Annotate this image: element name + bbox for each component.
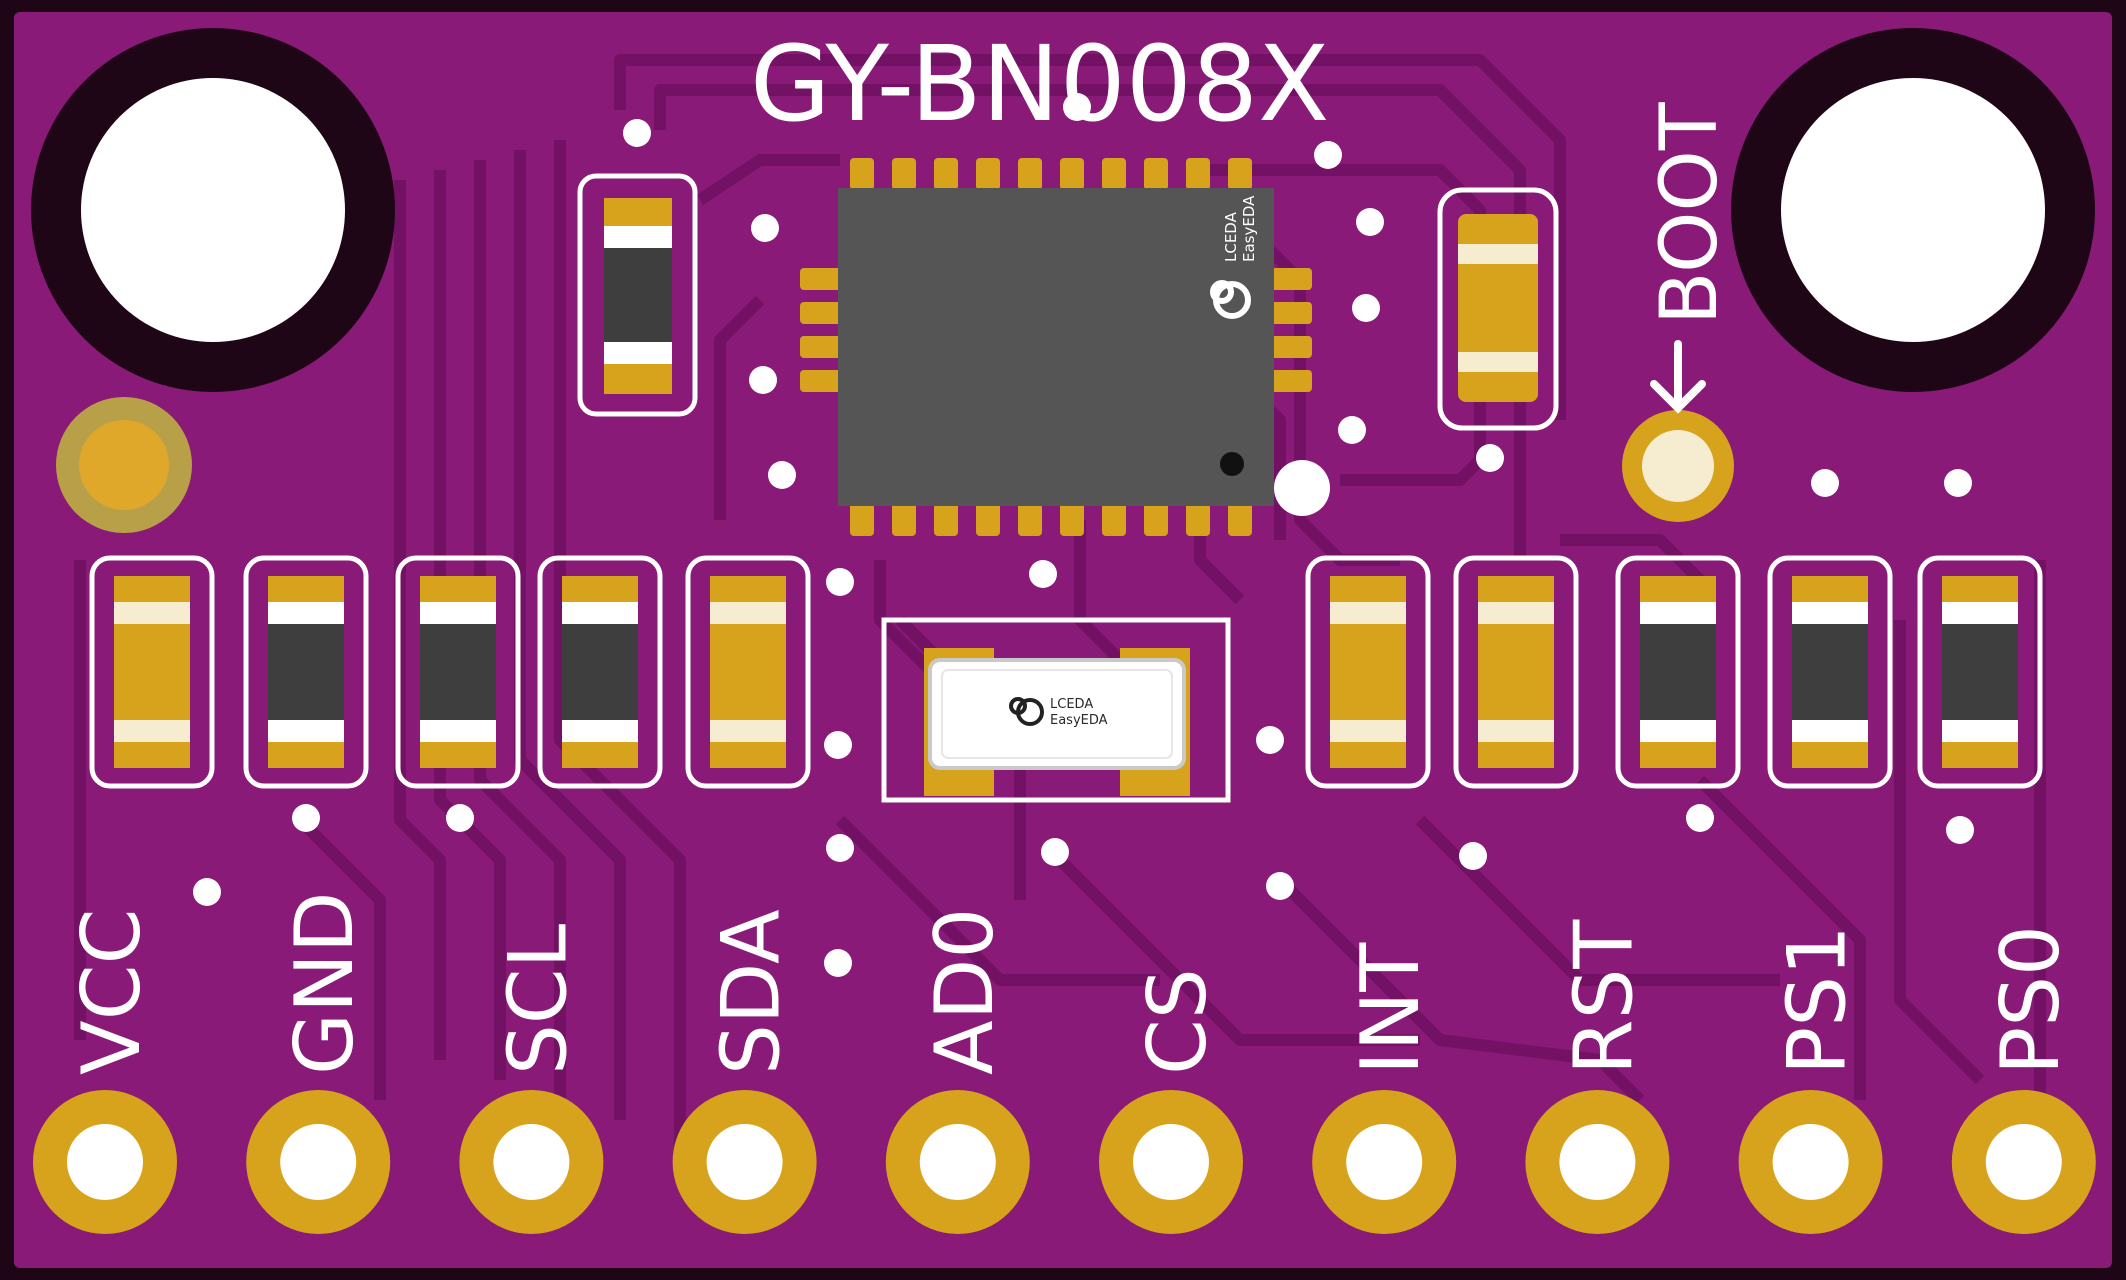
mounting-hole-right [1731,28,2095,392]
pin-label-sda: SDA [705,909,798,1075]
pin-label-int: INT [1344,942,1437,1075]
chip-logo: LCEDA EasyEDA [1210,195,1258,319]
pin-pad-vcc [33,1090,177,1234]
pin-pad-ad0 [885,1090,1030,1234]
resistor-10 [1917,555,2043,789]
pin-label-ps1: PS1 [1771,925,1864,1075]
cloud-icon [1009,697,1044,726]
resistor-4 [537,555,663,789]
resistor-3 [395,555,521,789]
resistor-9 [1767,555,1893,789]
chip-logo-line-2: EasyEDA [1240,195,1258,262]
capacitor-6 [1305,555,1431,789]
pin-pad-ps1 [1738,1090,1883,1234]
pin-label-gnd: GND [278,892,371,1075]
pin-labels: VCC GND SCL SDA AD0 CS INT RST PS1 PS0 [65,892,2077,1075]
vias [193,93,1974,977]
chip-logo-line-1: LCEDA [1222,211,1240,262]
boot-label: BOOT [1645,102,1735,325]
crystal-logo-line-2: EasyEDA [1050,713,1108,728]
boot-pad [1622,410,1734,522]
pin-label-rst: RST [1557,919,1650,1075]
boot-arrow-icon [1650,340,1706,414]
cloud-icon [1210,280,1251,319]
pin-pad-gnd [246,1090,391,1234]
pin-pad-sda [672,1090,817,1234]
mounting-hole-left [31,28,395,392]
pin-label-vcc: VCC [65,909,158,1075]
pin-pad-scl [459,1090,604,1234]
pin-pad-ps0 [1951,1090,2096,1234]
pin-pad-int [1312,1090,1457,1234]
crystal-oscillator: LCEDA EasyEDA [881,617,1231,803]
resistor-2 [243,555,369,789]
smd-component-row [89,555,2043,789]
pin-pads [33,1090,2096,1234]
pin-pad-cs [1099,1090,1243,1234]
capacitor-7 [1453,555,1579,789]
crystal-logo-line-1: LCEDA [1050,697,1093,712]
capacitor-top-left [577,173,698,417]
pin-label-ad0: AD0 [918,908,1011,1075]
capacitor-5 [685,555,811,789]
capacitor-top-right [1437,187,1559,431]
solder-mask [14,12,2112,1268]
pin-pad-rst [1525,1090,1670,1234]
pin-label-ps0: PS0 [1984,925,2077,1075]
ic-pins [800,158,1312,536]
fiducial-mark [56,397,192,533]
resistor-8 [1615,555,1741,789]
capacitor-1 [89,555,215,789]
board-title: GY-BN008X [750,23,1329,145]
ic-pin1-dot [1220,452,1244,476]
pin-label-cs: CS [1131,968,1224,1075]
pin-label-scl: SCL [491,923,584,1075]
ic-chip [838,188,1274,506]
